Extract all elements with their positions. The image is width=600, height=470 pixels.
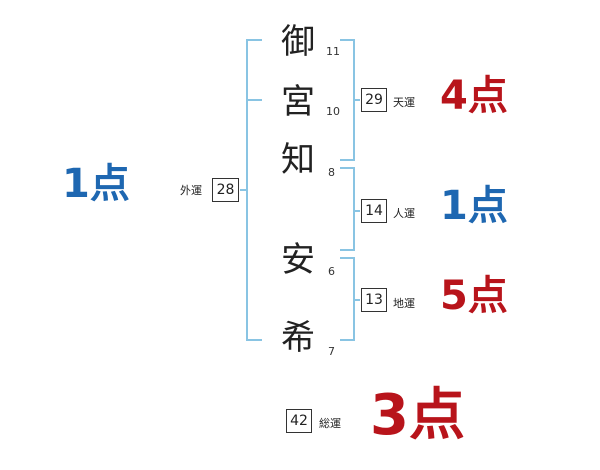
- jinun-value-box: 14: [361, 199, 387, 223]
- jinun-label: 人運: [393, 207, 415, 220]
- chiun-bracket: [340, 257, 355, 341]
- tenun-value-box: 29: [361, 88, 387, 112]
- stroke-count-2: 10: [326, 105, 340, 118]
- jinun-bracket: [340, 167, 355, 251]
- tenun-label: 天運: [393, 96, 415, 109]
- souun-value-box: 42: [286, 409, 312, 433]
- stroke-count-3: 8: [328, 166, 335, 179]
- chiun-score: 5点: [440, 273, 508, 319]
- stroke-count-1: 11: [326, 45, 340, 58]
- chiun-value-box: 13: [361, 288, 387, 312]
- gaiun-value-box: 28: [212, 178, 239, 202]
- jinun-score: 1点: [440, 183, 508, 229]
- souun-label: 総運: [319, 417, 341, 430]
- chiun-label: 地運: [393, 297, 415, 310]
- tenun-bracket: [340, 39, 355, 161]
- name-char-3: 知: [281, 140, 315, 180]
- stroke-count-4: 6: [328, 265, 335, 278]
- gaiun-score: 1点: [62, 161, 130, 207]
- gaiun-label: 外運: [180, 184, 202, 197]
- name-char-2: 宮: [281, 82, 315, 122]
- stroke-count-5: 7: [328, 345, 335, 358]
- gaiun-bracket: [246, 39, 262, 341]
- name-char-5: 希: [281, 318, 315, 358]
- name-char-1: 御: [281, 22, 315, 62]
- name-char-4: 安: [281, 240, 315, 280]
- tenun-score: 4点: [440, 73, 508, 119]
- souun-score: 3点: [370, 383, 465, 448]
